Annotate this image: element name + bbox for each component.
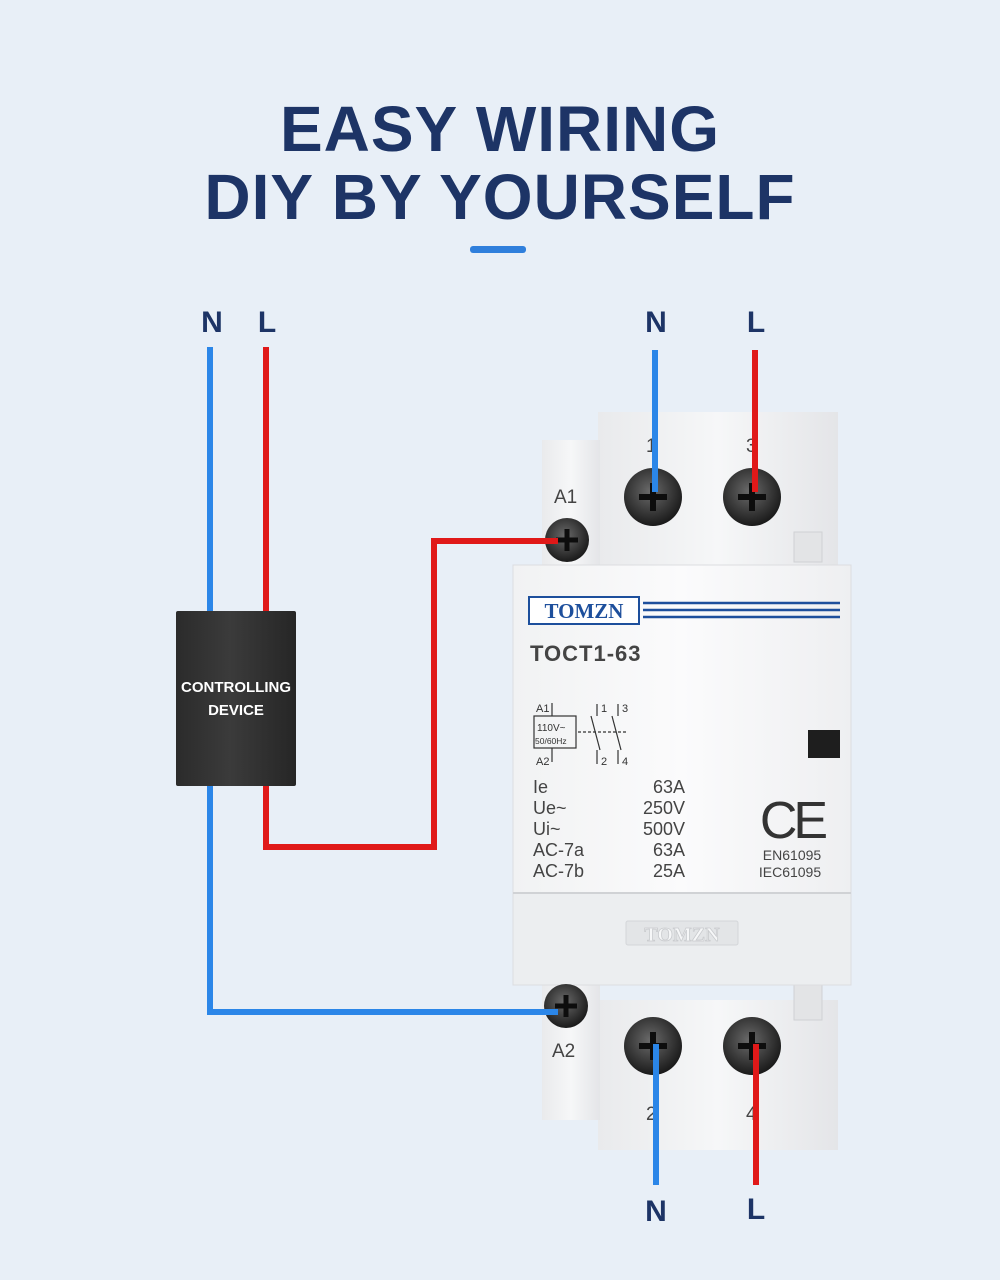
brand-logo: TOMZN: [545, 599, 624, 623]
terminal-a2-label: A2: [552, 1041, 575, 1062]
embossed-brand: TOMZN: [644, 924, 720, 946]
spec-label: AC-7a: [533, 840, 585, 860]
left-live-label: L: [257, 306, 277, 339]
terminal-a1-label: A1: [554, 487, 577, 508]
standard-iec: IEC61095: [759, 864, 821, 880]
terminal-4-label: 4: [746, 1104, 757, 1125]
title-underline: [470, 246, 526, 253]
controlling-device: CONTROLLING DEVICE: [176, 611, 296, 786]
neutral-wire-supply: [207, 347, 558, 1015]
title-line-1: EASY WIRING: [279, 93, 721, 165]
schematic-coil-frequency: 50/60Hz: [535, 736, 567, 746]
model-number: TOCT1-63: [530, 641, 642, 666]
schematic-contact-1: 1: [601, 703, 607, 715]
terminal-2-label: 2: [646, 1104, 657, 1125]
spec-label: AC-7b: [533, 861, 584, 881]
terminal-3-label: 3: [746, 436, 757, 457]
screw-terminal-a1[interactable]: [545, 518, 589, 562]
title-line-2: DIY BY YOURSELF: [204, 161, 796, 233]
spec-value: 63A: [653, 840, 685, 860]
schematic-contact-3: 3: [622, 703, 628, 715]
schematic-coil-voltage: 110V~: [537, 723, 566, 734]
schematic-a2: A2: [536, 756, 549, 768]
bottom-neutral-label: N: [645, 1195, 667, 1228]
ce-mark: CE: [760, 792, 827, 850]
spec-label: Ie: [533, 777, 548, 797]
schematic-contact-4: 4: [622, 756, 628, 768]
spec-label: Ui~: [533, 819, 561, 839]
top-neutral-label: N: [645, 306, 667, 339]
left-neutral-label: N: [201, 306, 223, 339]
schematic-a1: A1: [536, 703, 549, 715]
spec-value: 63A: [653, 777, 685, 797]
screw-terminal-a2[interactable]: [544, 984, 588, 1028]
brand-stripes: [643, 601, 840, 619]
top-live-label: L: [746, 306, 766, 339]
spec-value: 500V: [643, 819, 685, 839]
screw-terminal-4[interactable]: [723, 1017, 781, 1075]
bottom-live-label: L: [746, 1193, 766, 1226]
spec-label: Ue~: [533, 798, 567, 818]
spec-value: 250V: [643, 798, 685, 818]
terminal-1-label: 1: [646, 436, 657, 457]
embossed-brand-plate: [625, 920, 739, 946]
spec-table: Ie 63A Ue~ 250V Ui~ 500V AC-7a 63A AC-7b 25A: [533, 777, 685, 881]
standard-en: EN61095: [763, 847, 822, 863]
circuit-schematic: [533, 703, 628, 764]
spec-value: 25A: [653, 861, 685, 881]
brand-box: [528, 596, 640, 625]
controlling-device-label: CONTROLLING DEVICE: [181, 678, 291, 719]
schematic-contact-2: 2: [601, 756, 607, 768]
